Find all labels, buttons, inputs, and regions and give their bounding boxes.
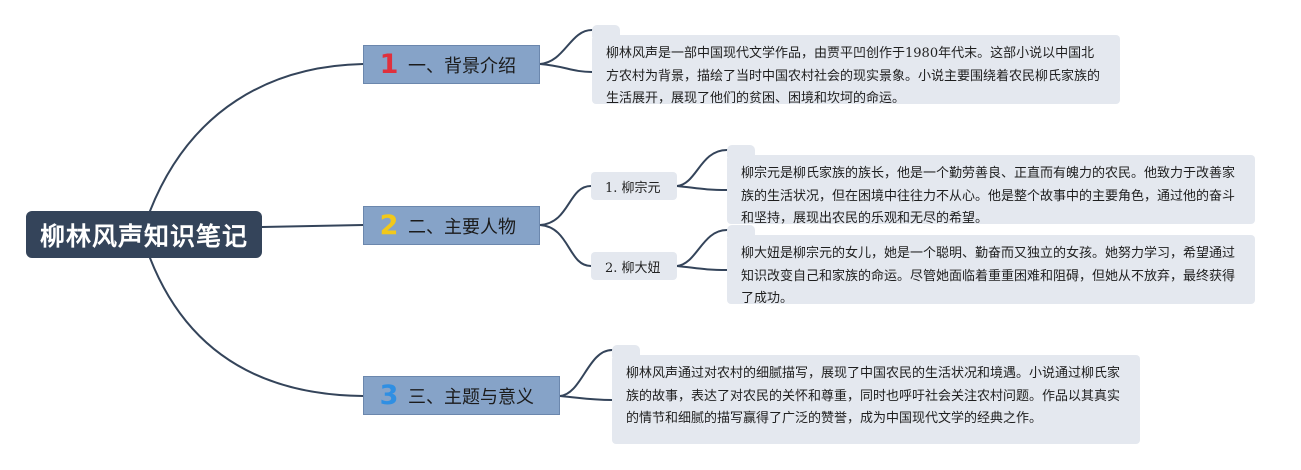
note-liu-daniu[interactable]: 柳大妞是柳宗元的女儿，她是一个聪明、勤奋而又独立的女孩。她努力学习，希望通过知识… [727,235,1255,306]
root-topic[interactable]: 柳林风声知识笔记 [26,211,262,258]
note-tab [727,145,755,157]
number-badge: 2 [379,210,399,241]
connector-branch2-sub2 [539,224,592,267]
note-background[interactable]: 柳林风声是一部中国现代文学作品，由贾平凹创作于1980年代末。这部小说以中国北方… [592,35,1120,106]
root-title: 柳林风声知识笔记 [39,221,248,251]
note-tab [592,25,620,37]
branch-label: 三、主题与意义 [408,386,534,408]
connector-sub1-tab [676,149,728,187]
note-text: 柳宗元是柳氏家族的族长，他是一个勤劳善良、正直而有魄力的农民。他致力于改善家族的… [741,166,1236,226]
subtopic-label: 2. 柳大妞 [605,260,661,276]
branch-label: 一、背景介绍 [408,55,516,77]
note-tab [727,225,755,237]
branch-theme[interactable]: 3 三、主题与意义 [363,376,560,415]
note-text: 柳林风声是一部中国现代文学作品，由贾平凹创作于1980年代末。这部小说以中国北方… [606,46,1101,106]
connector-sub2-note [676,265,728,271]
connector-branch1-tab [539,29,593,65]
connector-branch2-sub1 [539,185,592,226]
note-text: 柳林风声通过对农村的细腻描写，展现了中国农民的生活状况和境遇。小说通过柳氏家族的… [626,366,1121,426]
note-text: 柳大妞是柳宗元的女儿，她是一个聪明、勤奋而又独立的女孩。她努力学习，希望通过知识… [741,246,1236,306]
note-theme[interactable]: 柳林风声通过对农村的细腻描写，展现了中国农民的生活状况和境遇。小说通过柳氏家族的… [612,355,1140,444]
connector-root-branch1 [149,63,364,212]
connector-root-branch3 [149,257,364,397]
connector-root-branch2 [261,224,364,228]
subtopic-liu-zongyuan[interactable]: 1. 柳宗元 [591,172,677,200]
connector-branch3-note [559,395,613,401]
subtopic-liu-daniu[interactable]: 2. 柳大妞 [591,252,677,280]
connector-sub2-tab [676,229,728,267]
branch-label: 二、主要人物 [408,216,516,238]
subtopic-label: 1. 柳宗元 [605,180,661,196]
branch-background[interactable]: 1 一、背景介绍 [363,45,540,84]
note-tab [612,345,640,357]
branch-characters[interactable]: 2 二、主要人物 [363,206,540,245]
connector-sub1-note [676,185,728,191]
connector-branch3-tab [559,349,613,397]
number-badge: 1 [379,49,399,80]
connector-branch1-note [539,63,593,73]
note-liu-zongyuan[interactable]: 柳宗元是柳氏家族的族长，他是一个勤劳善良、正直而有魄力的农民。他致力于改善家族的… [727,155,1255,226]
number-badge: 3 [379,380,399,411]
